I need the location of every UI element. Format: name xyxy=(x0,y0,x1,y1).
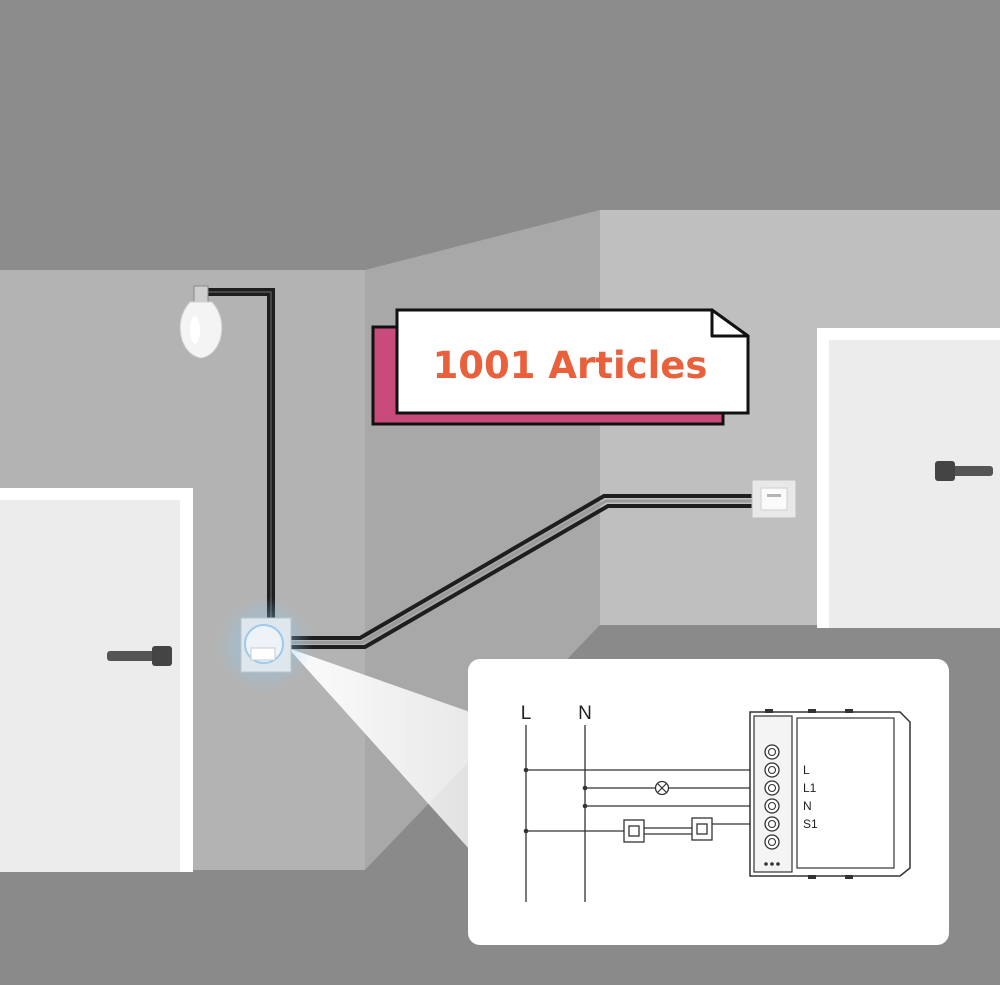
switch-wire xyxy=(290,494,752,649)
terminal-label-s1: S1 xyxy=(803,817,818,831)
smart-switch-module-icon xyxy=(217,597,313,693)
door-handle-icon xyxy=(935,461,993,481)
article-banner: 1001 Articles xyxy=(371,308,750,426)
left-door xyxy=(0,488,193,872)
wall-switch-icon xyxy=(751,479,797,519)
light-bulb-icon xyxy=(179,285,223,359)
door-handle-icon xyxy=(107,646,172,666)
banner-title: 1001 Articles xyxy=(433,344,708,387)
terminal-label-n: N xyxy=(803,799,812,813)
terminal-label-l: L xyxy=(803,763,810,777)
line-label-n: N xyxy=(578,703,592,724)
wiring-diagram-panel: L N xyxy=(468,659,949,945)
lamp-symbol-icon xyxy=(654,780,670,796)
relay-module-icon xyxy=(749,709,911,879)
right-door xyxy=(817,328,1000,628)
switch-symbol-icon xyxy=(623,817,713,843)
line-label-l: L xyxy=(521,703,532,724)
terminal-label-l1: L1 xyxy=(803,781,817,795)
callout-beam xyxy=(288,648,470,850)
